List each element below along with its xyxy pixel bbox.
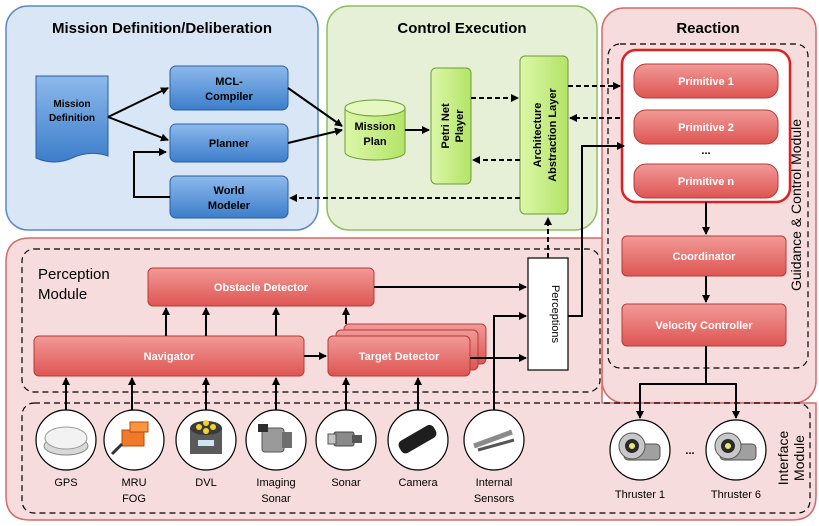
mission-arrows	[107, 87, 343, 198]
aal-line1: Architecture	[532, 103, 544, 168]
architecture-abstraction-layer-block	[519, 55, 569, 215]
mru-fog-label-line1: MRU	[121, 477, 146, 489]
perception-module-frame	[21, 248, 601, 393]
velocity-controller-label: Velocity Controller	[655, 320, 753, 332]
planner-label: Planner	[209, 138, 250, 150]
primitive-n-block	[633, 163, 779, 199]
perception-label-line1: Perception	[38, 266, 110, 283]
obstacle-detector-label: Obstacle Detector	[214, 282, 309, 294]
gps-icon	[35, 409, 97, 471]
mission-plan-line1: Mission	[355, 121, 396, 133]
dvl-icon	[175, 409, 237, 471]
mcl-compiler-block	[169, 65, 289, 111]
world-modeler-line1: World	[214, 185, 245, 197]
perceptions-block	[527, 257, 569, 371]
guidance-control-label: Guidance & Control Module	[788, 119, 804, 291]
thruster-1-label: Thruster 1	[615, 489, 665, 501]
imaging-sonar-label-line1: Imaging	[256, 477, 295, 489]
control-dashed-arrows	[289, 82, 628, 258]
mission-definition-line1: Mission	[53, 99, 90, 110]
primitive-n-label: Primitive n	[678, 176, 735, 188]
target-detector-label: Target Detector	[359, 351, 440, 363]
imaging-sonar-label-line2: Sonar	[261, 493, 291, 505]
perception-arrows	[62, 142, 625, 412]
mru-fog-icon	[103, 409, 165, 471]
control-section-title: Control Execution	[397, 20, 526, 37]
reaction-section-title: Reaction	[676, 20, 739, 37]
camera-icon	[387, 409, 449, 471]
mru-fog-label-line2: FOG	[122, 493, 146, 505]
target-detector-block	[327, 335, 471, 377]
mission-plan-cylinder	[344, 99, 406, 161]
perception-label-line2: Module	[38, 286, 87, 303]
world-modeler-line2: Modeler	[208, 200, 251, 212]
imaging-sonar-icon	[245, 409, 307, 471]
mission-definition-document-icon	[35, 75, 109, 163]
mission-section-title: Mission Definition/Deliberation	[52, 20, 272, 37]
coordinator-block	[621, 235, 787, 277]
dvl-label: DVL	[195, 477, 216, 489]
thruster-1-icon	[609, 419, 671, 481]
mission-definition-line2: Definition	[49, 113, 95, 124]
mcl-compiler-line2: Compiler	[205, 91, 253, 103]
petri-net-line2: Player	[454, 109, 466, 143]
aal-line2: Abstraction Layer	[547, 88, 559, 182]
velocity-controller-block	[621, 303, 787, 347]
guidance-control-frame	[607, 43, 809, 369]
thruster-6-label: Thruster 6	[711, 489, 761, 501]
interface-label-line2: Module	[791, 435, 807, 481]
gps-label: GPS	[54, 477, 77, 489]
internal-sensors-icon	[463, 409, 525, 471]
sonar-label: Sonar	[331, 477, 361, 489]
interface-label-line1: Interface	[775, 431, 791, 486]
camera-label: Camera	[398, 477, 438, 489]
mission-plan-line2: Plan	[363, 136, 387, 148]
primitive-2-block	[633, 109, 779, 145]
primitive-2-label: Primitive 2	[678, 122, 734, 134]
primitive-1-label: Primitive 1	[678, 76, 734, 88]
primitives-ellipsis: ...	[701, 145, 710, 157]
mcl-compiler-line1: MCL-	[215, 76, 243, 88]
internal-sensors-label-line2: Sensors	[474, 493, 515, 505]
coordinator-label: Coordinator	[673, 251, 737, 263]
petri-net-line1: Petri Net	[440, 103, 452, 149]
thruster-ellipsis: ...	[685, 445, 694, 457]
mission-panel	[5, 5, 319, 231]
perceptions-label: Perceptions	[549, 285, 561, 344]
navigator-label: Navigator	[144, 351, 195, 363]
thruster-6-icon	[705, 419, 767, 481]
petri-net-player-block	[430, 67, 472, 185]
sonar-icon	[315, 409, 377, 471]
primitive-1-block	[633, 63, 779, 99]
internal-sensors-label-line1: Internal	[476, 477, 513, 489]
target-detector-stack	[327, 323, 487, 377]
thruster-arrows	[636, 346, 740, 419]
interface-module-frame	[21, 402, 811, 514]
